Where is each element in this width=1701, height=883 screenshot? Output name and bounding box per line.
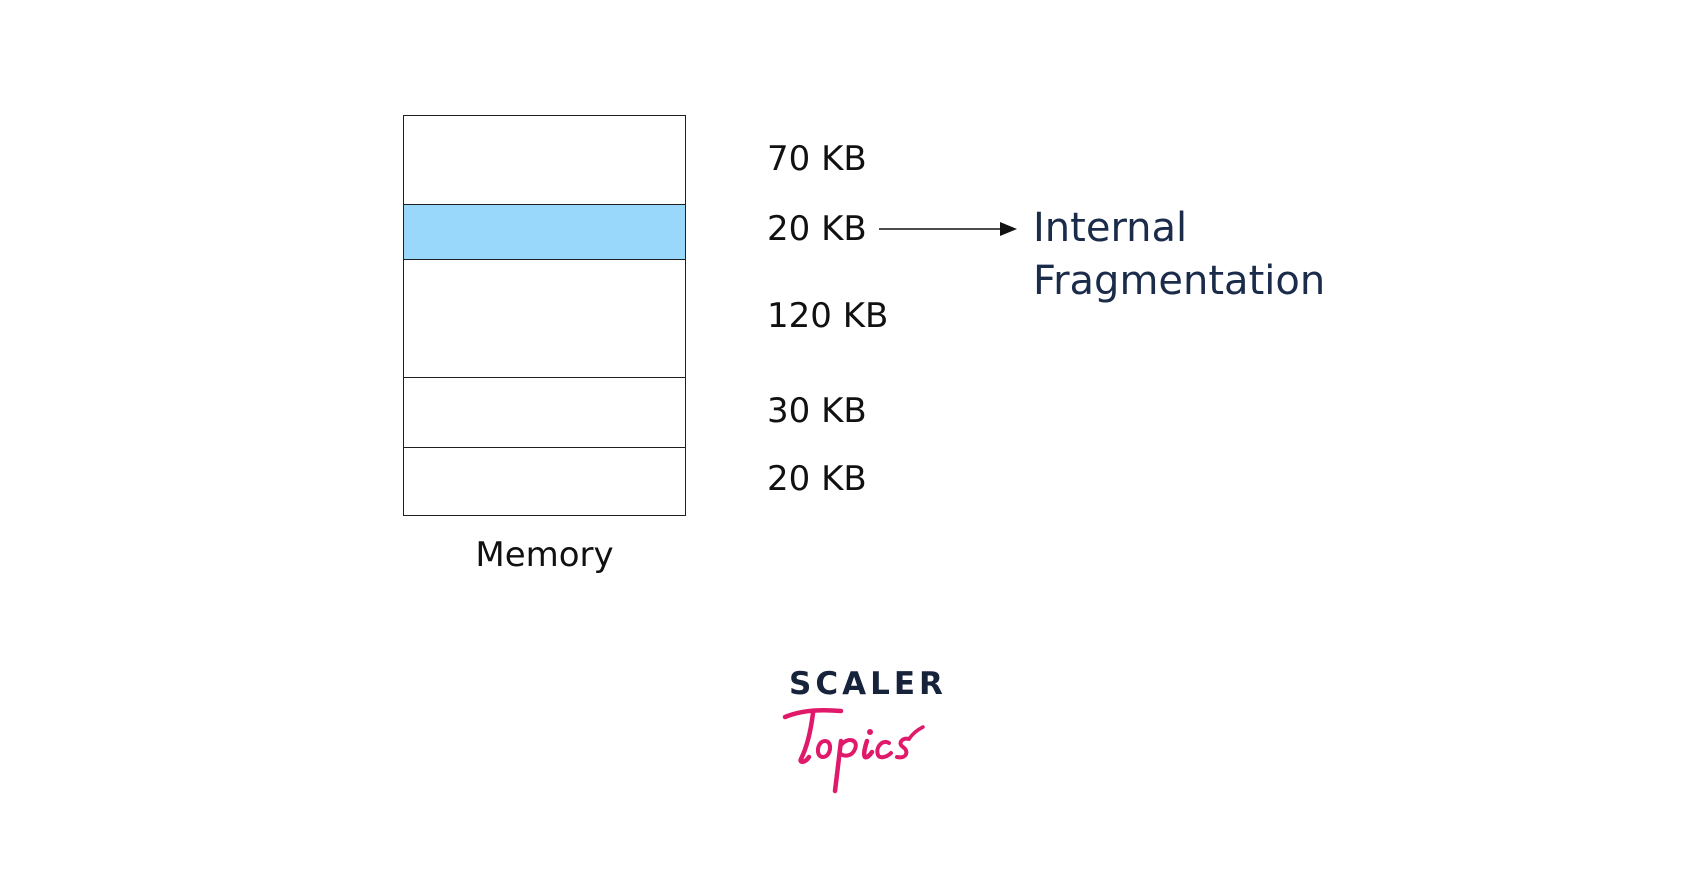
size-label-30kb: 30 KB [767,391,867,431]
memory-block-70kb [404,116,685,204]
memory-block-120kb [404,259,685,377]
logo-scaler-text: SCALER [789,666,947,702]
arrow-icon [879,222,1017,236]
size-label-70kb: 70 KB [767,139,867,179]
memory-stack [403,115,686,516]
annotation-line-2: Fragmentation [1033,258,1326,304]
memory-caption: Memory [475,535,614,575]
memory-block-20kb [404,447,685,517]
size-label-20kb: 20 KB [767,459,867,499]
size-label-20kb-fragment: 20 KB [767,209,867,249]
memory-block-30kb [404,377,685,447]
scaler-topics-logo: SCALER [779,669,943,794]
logo-topics-wordmark [782,708,925,794]
size-label-120kb: 120 KB [767,296,889,336]
annotation-line-1: Internal [1033,205,1188,251]
memory-block-20kb-fragment [404,204,685,259]
internal-fragmentation-label: Internal Fragmentation [1033,202,1325,308]
